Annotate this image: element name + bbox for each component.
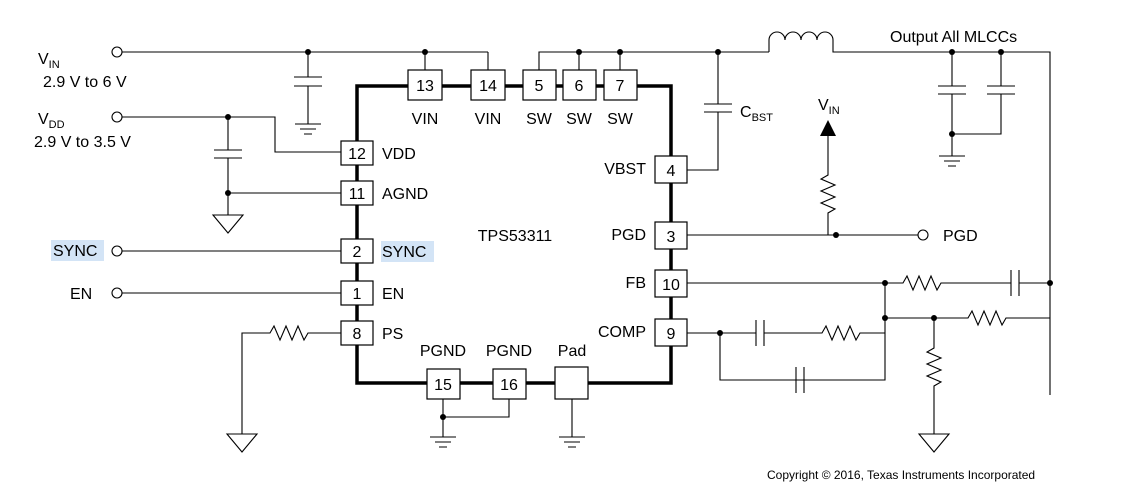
en-label: EN <box>70 286 92 303</box>
svg-text:14: 14 <box>479 78 497 95</box>
pin-8-name: PS <box>382 326 403 343</box>
pin-11 <box>340 180 374 206</box>
ground-symbol <box>939 155 965 167</box>
cbst-label: CBST <box>740 104 773 124</box>
svg-text:10: 10 <box>662 277 680 294</box>
pin-6 <box>562 69 597 101</box>
pin-15 <box>426 368 461 400</box>
svg-text:5: 5 <box>535 78 544 95</box>
sync-highlight <box>51 240 104 261</box>
thermal-pad <box>554 366 589 400</box>
pin-6-name: SW <box>566 111 593 128</box>
ground-symbol <box>225 433 259 453</box>
copyright-notice: Copyright © 2016, Texas Instruments Inco… <box>767 468 1035 482</box>
pin-3 <box>654 221 688 250</box>
sync-label: SYNC <box>53 243 97 260</box>
svg-text:15: 15 <box>434 377 452 394</box>
pin-15-name: PGND <box>420 343 466 360</box>
svg-text:16: 16 <box>500 377 518 394</box>
pin-2 <box>340 238 374 264</box>
pin-8 <box>340 320 374 346</box>
ground-symbol <box>430 436 456 448</box>
svg-text:12: 12 <box>348 146 366 163</box>
vin-range: 2.9 V to 6 V <box>43 74 127 91</box>
vdd-range: 2.9 V to 3.5 V <box>34 134 131 151</box>
svg-text:6: 6 <box>575 78 584 95</box>
ground-symbol <box>559 399 585 448</box>
pin-14-name: VIN <box>475 111 502 128</box>
pin-13 <box>407 69 443 101</box>
pin-16-name: PGND <box>486 343 532 360</box>
svg-text:1: 1 <box>353 286 362 303</box>
pin-9 <box>654 318 688 347</box>
svg-text:9: 9 <box>667 326 676 343</box>
sync-terminal <box>111 245 123 257</box>
vin-ref-label: VIN <box>818 97 840 117</box>
pin-1 <box>340 280 374 306</box>
pin-7 <box>603 69 638 101</box>
ground-symbol <box>211 214 245 234</box>
svg-text:7: 7 <box>616 78 625 95</box>
svg-text:3: 3 <box>667 229 676 246</box>
ic-name: TPS53311 <box>478 228 553 245</box>
pin-2-name: SYNC <box>382 244 426 261</box>
pin-4 <box>654 155 688 184</box>
svg-text:4: 4 <box>667 163 676 180</box>
pin-12 <box>340 140 374 166</box>
vin-label: VIN <box>38 51 60 71</box>
pin-1-name: EN <box>382 286 404 303</box>
pin-10-name: FB <box>626 275 646 292</box>
vdd-label: VDD <box>38 111 65 131</box>
vin-arrow-icon <box>820 120 836 136</box>
pin-12-name: VDD <box>382 146 416 163</box>
svg-text:8: 8 <box>353 326 362 343</box>
pin-16 <box>492 368 527 400</box>
svg-text:2: 2 <box>353 244 362 261</box>
svg-text:11: 11 <box>349 186 366 203</box>
pin-5-name: SW <box>526 111 553 128</box>
pin-3-name: PGD <box>611 227 646 244</box>
pin-13-name: VIN <box>412 111 439 128</box>
pin-5 <box>522 69 557 101</box>
output-inductor <box>768 31 1051 395</box>
pin-14 <box>470 69 506 101</box>
pin-11-name: AGND <box>382 186 428 203</box>
pin-4-name: VBST <box>604 161 646 178</box>
ground-symbol <box>295 123 321 135</box>
output-label: Output All MLCCs <box>890 29 1017 46</box>
vdd-terminal <box>111 111 123 123</box>
pin-7-name: SW <box>607 111 634 128</box>
pgd-terminal <box>917 229 929 241</box>
vin-terminal <box>111 46 123 58</box>
pad-name: Pad <box>558 343 586 360</box>
svg-text:13: 13 <box>416 78 434 95</box>
pin-9-name: COMP <box>598 324 646 341</box>
en-terminal <box>111 287 123 299</box>
ground-symbol <box>917 433 951 453</box>
pgd-output-label: PGD <box>943 228 978 245</box>
